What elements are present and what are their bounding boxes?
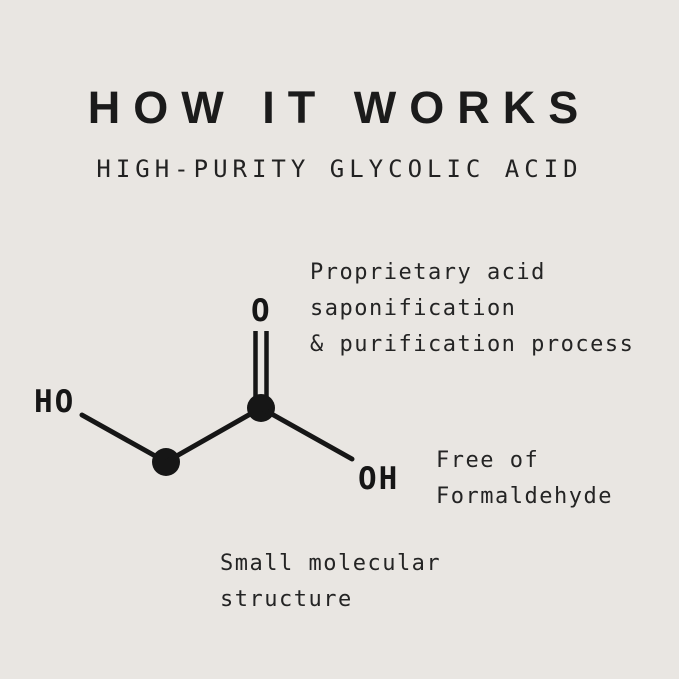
- annotation-process-line-1: Proprietary acid: [310, 260, 546, 285]
- annotation-process-line-3: & purification process: [310, 332, 635, 357]
- atom-label-ho: HO: [34, 384, 75, 420]
- annotation-free-of-formaldehyde: Free of Formaldehyde: [436, 443, 613, 515]
- annotation-process-line-2: saponification: [310, 296, 517, 321]
- bond-ch2-cooh: [163, 405, 264, 465]
- annotation-small-molecular-structure: Small molecular structure: [220, 546, 441, 618]
- atom-label-oh: OH: [358, 461, 399, 497]
- annotation-process: Proprietary acid saponification & purifi…: [310, 255, 634, 363]
- page-title: HOW IT WORKS: [87, 82, 592, 133]
- annotation-structure-line-2: structure: [220, 587, 353, 612]
- annotation-structure-line-1: Small molecular: [220, 551, 442, 576]
- page-subtitle: HIGH-PURITY GLYCOLIC ACID: [96, 155, 583, 183]
- bond-cooh-oh: [258, 405, 355, 462]
- atom-label-o: O: [251, 293, 272, 329]
- annotation-free-line-2: Formaldehyde: [436, 484, 613, 509]
- bond-ho-ch2: [79, 412, 169, 465]
- annotation-free-line-1: Free of: [436, 448, 540, 473]
